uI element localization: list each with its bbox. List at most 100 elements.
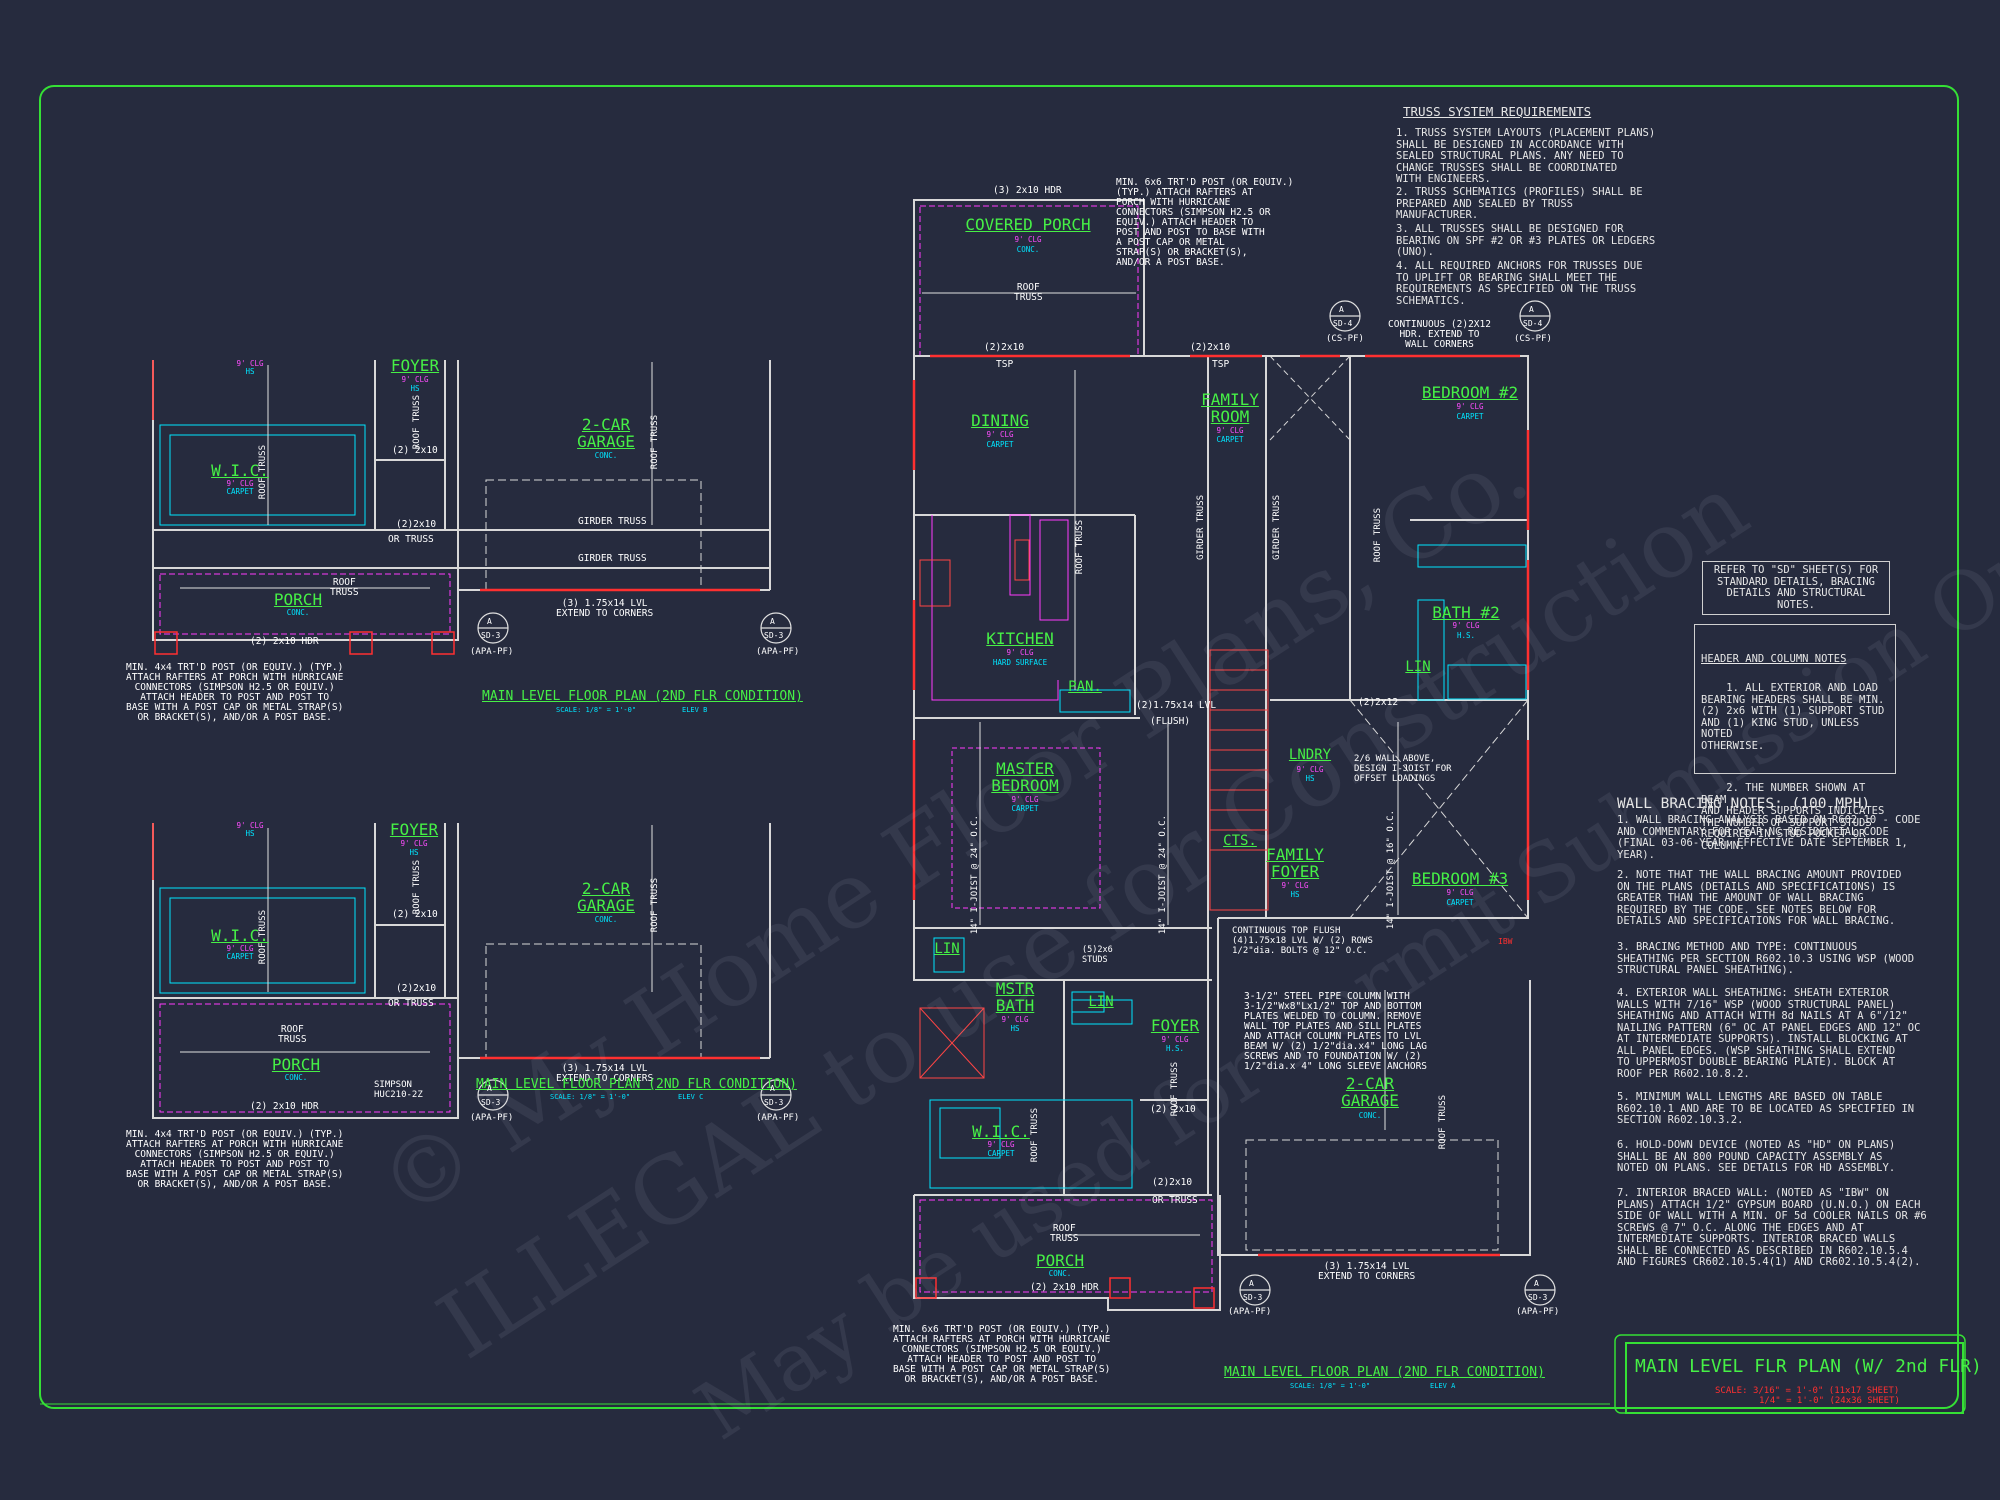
plan-a-or-truss: OR TRUSS [1152, 1195, 1198, 1206]
plan-a-porch: PORCH [1035, 1251, 1085, 1270]
plan-a-red-accents [912, 354, 1530, 1257]
plan-a-family-room-floor: CARPET [1216, 435, 1244, 444]
detail-tag-sd4-1: SD-4 [1333, 319, 1353, 328]
plan-c-lvl: (3) 1.75x14 LVL EXTEND TO CORNERS [556, 1063, 654, 1084]
plan-c-wic-floor: CARPET [226, 952, 254, 961]
plan-b-garage: 2-CAR GARAGE [577, 415, 635, 451]
plan-b-top-clg: 9' CLG [236, 359, 264, 368]
plan-a-master-bedroom-floor: CARPET [1011, 804, 1039, 813]
plan-c-post-note: MIN. 4x4 TRT'D POST (OR EQUIV.) (TYP.) A… [126, 1129, 344, 1190]
plan-a-linen-3: LIN [1088, 994, 1114, 1010]
plan-b-foyer-floor: HS [410, 384, 420, 393]
detail-tag-a-7: A [1249, 1279, 1254, 1288]
plan-a-foyer-floor: H.S. [1165, 1044, 1185, 1053]
truss-note-3: 3. ALL TRUSSES SHALL BE DESIGNED FOR BEA… [1396, 223, 1656, 258]
plan-a-cs-pf-1: (CS-PF) [1326, 334, 1364, 344]
plan-a-master-bath-floor: HS [1010, 1024, 1020, 1033]
sheet-scale: SCALE: 3/16" = 1'-0" (11x17 SHEET) 1/4" … [1715, 1386, 1900, 1406]
plan-a-kitchen-clg: 9' CLG [1006, 648, 1034, 657]
plan-a-cts: CTS. [1223, 833, 1257, 849]
plan-a-kitchen: KITCHEN [986, 629, 1054, 648]
plan-a-walls [913, 199, 1531, 1311]
plan-a-hdr-2x10-d: (2)2x10 [1152, 1177, 1193, 1188]
plan-b-walls [152, 360, 771, 641]
plan-a-master-bedroom: MASTER BEDROOM [991, 759, 1059, 795]
plan-a-hdr-2x10-c: (2) 2x10 [1150, 1104, 1196, 1115]
plan-a-wic: W.I.C. [972, 1122, 1030, 1141]
plan-c-top-floor: HS [245, 829, 255, 838]
plan-a-laundry: LNDRY [1288, 747, 1332, 763]
plan-c-roof-truss-v2: ROOF TRUSS [412, 860, 422, 915]
plan-b-scale: SCALE: 1/8" = 1'-0" [556, 706, 637, 714]
plan-a-family-foyer: FAMILY FOYER [1266, 845, 1324, 881]
plan-a-bedroom-3-floor: CARPET [1446, 898, 1474, 907]
plan-b-wic-floor: CARPET [226, 487, 254, 496]
detail-tag-sd3-5: SD-3 [1243, 1293, 1263, 1302]
plan-b-porch: PORCH [273, 590, 323, 609]
detail-tag-a-8: A [1534, 1279, 1539, 1288]
plan-c-foyer: FOYER [389, 820, 439, 839]
plan-a-bedroom-2: BEDROOM #2 [1421, 383, 1519, 402]
plan-a-foyer-clg: 9' CLG [1161, 1035, 1189, 1044]
detail-tag-a-5: A [1339, 305, 1344, 314]
detail-tag-sd3-4: SD-3 [764, 1098, 784, 1107]
plan-b-porch-floor: CONC. [286, 608, 310, 617]
plan-a-top-flush: CONTINUOUS TOP FLUSH (4)1.75x18 LVL W/ (… [1232, 926, 1373, 956]
plan-a-covered-porch-clg: 9' CLG [1014, 235, 1042, 244]
plan-c-wic: W.I.C. [211, 926, 269, 945]
detail-tag-sd3-6: SD-3 [1528, 1293, 1548, 1302]
wall-bracing-title: WALL BRACING NOTES: (100 MPH) [1617, 796, 1871, 812]
plan-c-garage-floor: CONC. [594, 915, 618, 924]
plan-a-hdr-2x10-a: (2)2x10 [984, 342, 1025, 353]
wall-bracing-note-4: 4. EXTERIOR WALL SHEATHING: SHEATH EXTER… [1617, 987, 1921, 1080]
sheet-title: MAIN LEVEL FLR PLAN (W/ 2nd FLR) [1635, 1356, 1982, 1377]
plan-a-caption: MAIN LEVEL FLOOR PLAN (2ND FLR CONDITION… [1224, 1365, 1545, 1380]
plan-a-roof-truss-v2: ROOF TRUSS [1373, 508, 1383, 563]
plan-b-lvl: (3) 1.75x14 LVL EXTEND TO CORNERS [556, 598, 654, 619]
plan-a-elev: ELEV A [1430, 1382, 1456, 1390]
wall-bracing-note-7: 7. INTERIOR BRACED WALL: (NOTED AS "IBW"… [1617, 1187, 1927, 1268]
wall-bracing-note-1: 1. WALL BRACING ANALYSIS BASED ON R602.1… [1617, 814, 1921, 861]
plan-b-wic: W.I.C. [211, 461, 269, 480]
plan-a-roof-truss-v5: ROOF TRUSS [1030, 1108, 1040, 1163]
truss-note-2: 2. TRUSS SCHEMATICS (PROFILES) SHALL BE … [1396, 186, 1643, 221]
plan-b-girder-truss-2: GIRDER TRUSS [578, 553, 647, 564]
detail-tag-sd4-2: SD-4 [1523, 319, 1543, 328]
plan-c-roof-truss-v1: ROOF TRUSS [650, 878, 660, 933]
plan-c-porch-hdr: (2) 2x10 HDR [250, 1101, 319, 1112]
plan-a-apa-pf-1: (APA-PF) [1228, 1307, 1272, 1317]
plan-a-steel-pipe-note: 3-1/2" STEEL PIPE COLUMN WITH 3-1/2"Wx8"… [1244, 991, 1428, 1072]
plan-a-wall-above: 2/6 WALL ABOVE, DESIGN I-JOIST FOR OFFSE… [1354, 754, 1452, 784]
plan-a-porch-floor: CONC. [1048, 1269, 1072, 1278]
plan-b-or-truss: OR TRUSS [388, 534, 434, 545]
detail-tag-a-6: A [1529, 305, 1534, 314]
plan-a-flush: (FLUSH) [1150, 716, 1191, 727]
sheet-scale-11x17: 3/16" = 1'-0" (11x17 SHEET) [1752, 1386, 1900, 1396]
plan-c-simpson: SIMPSON HUC210-2Z [374, 1080, 423, 1100]
plan-a-kitchen-floor: HARD SURFACE [992, 658, 1048, 667]
plan-a-lvl-175: (2)1.75x14 LVL [1136, 700, 1217, 711]
plan-b-porch-hdr: (2) 2x10 HDR [250, 636, 319, 647]
plan-a-cont-hdr: CONTINUOUS (2)2X12 HDR. EXTEND TO WALL C… [1388, 319, 1491, 350]
truss-notes-title: TRUSS SYSTEM REQUIREMENTS [1403, 104, 1592, 119]
plan-a-family-foyer-clg: 9' CLG [1281, 881, 1309, 890]
plan-a-roof-truss: ROOF TRUSS [1014, 282, 1043, 303]
detail-tag-sd3-3: SD-3 [481, 1098, 501, 1107]
plan-a-studs: (5)2x6 STUDS [1082, 945, 1113, 965]
plan-a-post-note-top: MIN. 6x6 TRT'D POST (OR EQUIV.) (TYP.) A… [1116, 177, 1294, 268]
plan-b-wic-clg: 9' CLG [226, 479, 254, 488]
detail-tag-a-3: A [487, 1084, 492, 1093]
plan-c-arrows [180, 825, 653, 1053]
plan-b-caption: MAIN LEVEL FLOOR PLAN (2ND FLR CONDITION… [482, 689, 803, 704]
plan-b-foyer: FOYER [390, 356, 440, 375]
plan-a-posts [915, 1277, 1215, 1309]
truss-note-1: 1. TRUSS SYSTEM LAYOUTS (PLACEMENT PLANS… [1396, 127, 1656, 185]
plan-a-hdr-top: (3) 2x10 HDR [993, 185, 1062, 196]
wall-bracing-note-6: 6. HOLD-DOWN DEVICE (NOTED AS "HD" ON PL… [1617, 1139, 1896, 1174]
plan-a-covered-porch: COVERED PORCH [965, 215, 1091, 234]
plan-a-arrows [922, 292, 1399, 1236]
plan-c-roof-truss: ROOF TRUSS [278, 1024, 307, 1045]
plan-a-master-bedroom-clg: 9' CLG [1011, 795, 1039, 804]
detail-tag-sd3-2: SD-3 [764, 631, 784, 640]
plan-b-garage-floor: CONC. [594, 451, 618, 460]
